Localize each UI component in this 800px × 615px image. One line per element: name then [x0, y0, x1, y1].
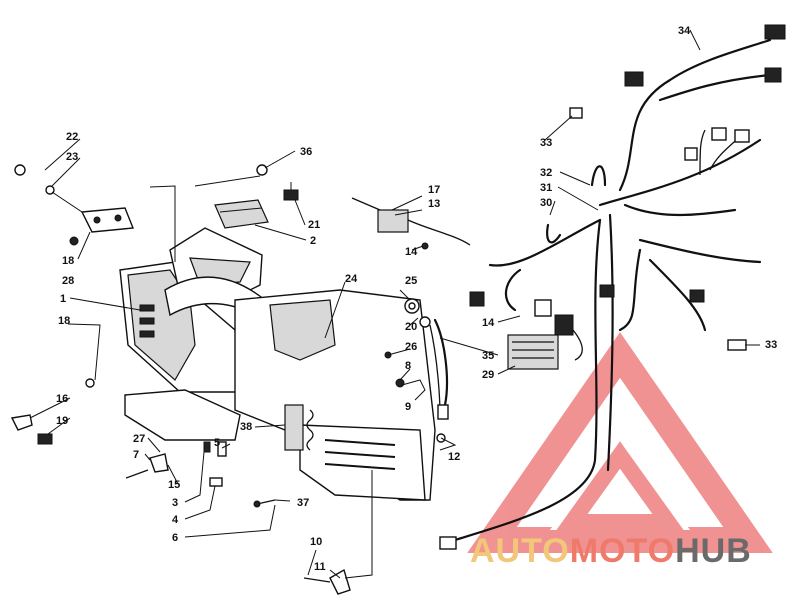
callout-11: 11 [314, 561, 326, 573]
callout-3: 3 [172, 497, 178, 509]
callout-19: 19 [56, 415, 68, 427]
callout-1: 1 [60, 293, 66, 305]
callout-20: 20 [405, 321, 417, 333]
callout-31: 31 [540, 182, 552, 194]
nut-36 [256, 164, 268, 176]
callout-33b: 33 [765, 339, 777, 351]
callout-9: 9 [405, 401, 411, 413]
callout-26: 26 [405, 341, 417, 353]
nut-18b [85, 378, 95, 388]
screw-7 [125, 469, 149, 479]
bolt-8 [395, 378, 405, 388]
callout-6: 6 [172, 532, 178, 544]
callout-8: 8 [405, 360, 411, 372]
voltage-regulator-29 [507, 314, 583, 370]
callout-25: 25 [405, 275, 417, 287]
callout-13: 13 [428, 198, 440, 210]
bulb-socket-19 [37, 433, 53, 445]
callout-7: 7 [133, 449, 139, 461]
callout-23: 23 [66, 151, 78, 163]
callout-10: 10 [310, 536, 322, 548]
wiring-harness [439, 24, 786, 550]
callout-5: 5 [214, 437, 220, 449]
callout-38: 38 [240, 421, 252, 433]
callout-labels: 22 23 36 17 13 21 2 14 18 28 24 25 1 18 … [56, 25, 777, 573]
callout-37: 37 [297, 497, 309, 509]
grommet-25 [404, 298, 420, 314]
callout-35: 35 [482, 350, 494, 362]
callout-36: 36 [300, 146, 312, 158]
clip-3-4 [203, 441, 223, 487]
relay-13 [351, 197, 471, 250]
dash-panel-assembly [119, 227, 436, 501]
watermark-part1: AUTO [470, 532, 570, 570]
callout-27: 27 [133, 433, 145, 445]
callout-16: 16 [56, 393, 68, 405]
watermark-text: AUTOMOTOHUB [470, 532, 752, 570]
watermark-part3: HUB [675, 532, 752, 570]
callout-2: 2 [310, 235, 316, 247]
switch-21 [283, 182, 299, 201]
callout-28: 28 [62, 275, 74, 287]
callout-12: 12 [448, 451, 460, 463]
watermark-logo-triangle [467, 332, 773, 553]
clip-26 [419, 316, 431, 328]
leader-lines [29, 29, 760, 579]
callout-15: 15 [168, 479, 180, 491]
callout-18a: 18 [62, 255, 74, 267]
callout-30: 30 [540, 197, 552, 209]
nut-18a [69, 236, 79, 246]
callout-17: 17 [428, 184, 440, 196]
callout-14b: 14 [482, 317, 495, 329]
clip-15 [149, 453, 169, 473]
callout-29: 29 [482, 369, 494, 381]
callout-21: 21 [308, 219, 320, 231]
light-assembly-2 [214, 199, 269, 229]
callout-14a: 14 [405, 246, 418, 258]
screw-37 [253, 499, 276, 508]
grommet-5 [217, 441, 227, 457]
callout-32: 32 [540, 167, 552, 179]
callout-4: 4 [172, 514, 179, 526]
nut-22 [14, 164, 26, 176]
callout-18b: 18 [58, 315, 70, 327]
watermark-part2: MOTO [570, 532, 675, 570]
callout-22: 22 [66, 131, 78, 143]
svg-text:AUTOMOTOHUB: AUTOMOTOHUB [470, 532, 752, 570]
bracket-28 [80, 207, 134, 233]
bolt-10-11 [303, 568, 351, 595]
sub-harness-35 [429, 318, 449, 420]
callout-33a: 33 [540, 137, 552, 149]
bracket-16 [10, 414, 33, 431]
callout-24: 24 [345, 273, 358, 285]
callout-34: 34 [678, 25, 691, 37]
